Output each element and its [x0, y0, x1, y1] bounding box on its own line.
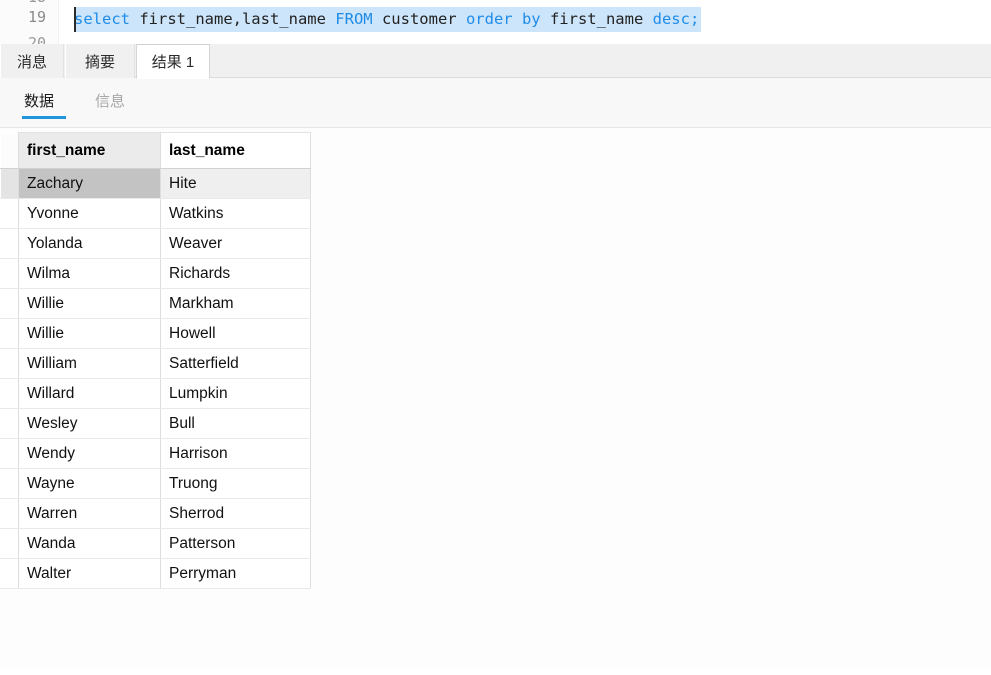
- row-header-cell[interactable]: [0, 528, 19, 559]
- row-header-cell[interactable]: [0, 378, 19, 409]
- cell-first-name[interactable]: Wayne: [18, 468, 161, 499]
- cell-first-name[interactable]: Willie: [18, 318, 161, 349]
- cell-first-name[interactable]: Yolanda: [18, 228, 161, 259]
- sql-token-1: first_name,last_name: [139, 10, 336, 28]
- line-number-gutter: 18 19 20: [0, 0, 59, 44]
- cell-first-name[interactable]: Wanda: [18, 528, 161, 559]
- result-subtab-0[interactable]: 数据: [24, 93, 55, 110]
- row-header-cell[interactable]: [0, 408, 19, 439]
- result-subtab-1[interactable]: 信息: [95, 93, 126, 110]
- cell-last-name[interactable]: Hite: [160, 168, 311, 199]
- cell-first-name[interactable]: Wilma: [18, 258, 161, 289]
- result-tab-0[interactable]: 消息: [0, 44, 64, 78]
- cell-last-name[interactable]: Harrison: [160, 438, 311, 469]
- cell-first-name[interactable]: Zachary: [18, 168, 161, 199]
- line-number-19: 19: [27, 8, 46, 26]
- row-header-cell[interactable]: [0, 468, 19, 499]
- cell-first-name[interactable]: Yvonne: [18, 198, 161, 229]
- sql-token-3: customer: [381, 10, 466, 28]
- row-header-cell[interactable]: [0, 318, 19, 349]
- cell-last-name[interactable]: Markham: [160, 288, 311, 319]
- cell-last-name[interactable]: Perryman: [160, 558, 311, 589]
- cell-first-name[interactable]: Willard: [18, 378, 161, 409]
- grid-header-row: first_name last_name: [0, 132, 311, 169]
- cell-first-name[interactable]: Willie: [18, 288, 161, 319]
- row-header-cell[interactable]: [0, 498, 19, 529]
- cell-last-name[interactable]: Sherrod: [160, 498, 311, 529]
- result-subtab-bar: 数据 信息: [0, 78, 991, 128]
- row-header-cell[interactable]: [0, 558, 19, 589]
- result-tab-bar: 消息摘要结果 1: [0, 44, 991, 79]
- row-header-cell[interactable]: [0, 438, 19, 469]
- row-header-cell[interactable]: [0, 288, 19, 319]
- row-header-cell[interactable]: [0, 198, 19, 229]
- sql-token-4: order by: [465, 10, 550, 28]
- row-header-cell[interactable]: [0, 168, 19, 199]
- cell-last-name[interactable]: Satterfield: [160, 348, 311, 379]
- cell-last-name[interactable]: Patterson: [160, 528, 311, 559]
- result-tab-1[interactable]: 摘要: [65, 44, 135, 78]
- cell-last-name[interactable]: Howell: [160, 318, 311, 349]
- cell-last-name[interactable]: Watkins: [160, 198, 311, 229]
- sql-statement-line[interactable]: select first_name,last_name FROM custome…: [74, 7, 702, 32]
- cell-last-name[interactable]: Richards: [160, 258, 311, 289]
- cell-first-name[interactable]: Warren: [18, 498, 161, 529]
- sql-token-6: desc;: [652, 10, 700, 28]
- cell-last-name[interactable]: Bull: [160, 408, 311, 439]
- sql-editor[interactable]: 18 19 20 select first_name,last_name FRO…: [0, 0, 991, 44]
- sql-token-5: first_name: [549, 10, 653, 28]
- cell-first-name[interactable]: Walter: [18, 558, 161, 589]
- column-header-last-name[interactable]: last_name: [160, 132, 311, 169]
- row-header-cell[interactable]: [0, 228, 19, 259]
- cell-first-name[interactable]: William: [18, 348, 161, 379]
- row-header-corner[interactable]: [0, 132, 19, 169]
- subtab-active-underline: [22, 116, 66, 119]
- row-header-cell[interactable]: [0, 348, 19, 379]
- text-caret: [74, 7, 76, 32]
- cell-first-name[interactable]: Wendy: [18, 438, 161, 469]
- cell-last-name[interactable]: Weaver: [160, 228, 311, 259]
- sql-token-0: select: [74, 10, 140, 28]
- result-tab-2[interactable]: 结果 1: [136, 44, 210, 79]
- column-header-first-name[interactable]: first_name: [18, 132, 161, 169]
- line-number-18: 18: [6, 0, 46, 6]
- row-header-cell[interactable]: [0, 258, 19, 289]
- cell-last-name[interactable]: Truong: [160, 468, 311, 499]
- cell-first-name[interactable]: Wesley: [18, 408, 161, 439]
- sql-token-2: FROM: [335, 10, 382, 28]
- line-number-20: 20: [27, 34, 46, 44]
- cell-last-name[interactable]: Lumpkin: [160, 378, 311, 409]
